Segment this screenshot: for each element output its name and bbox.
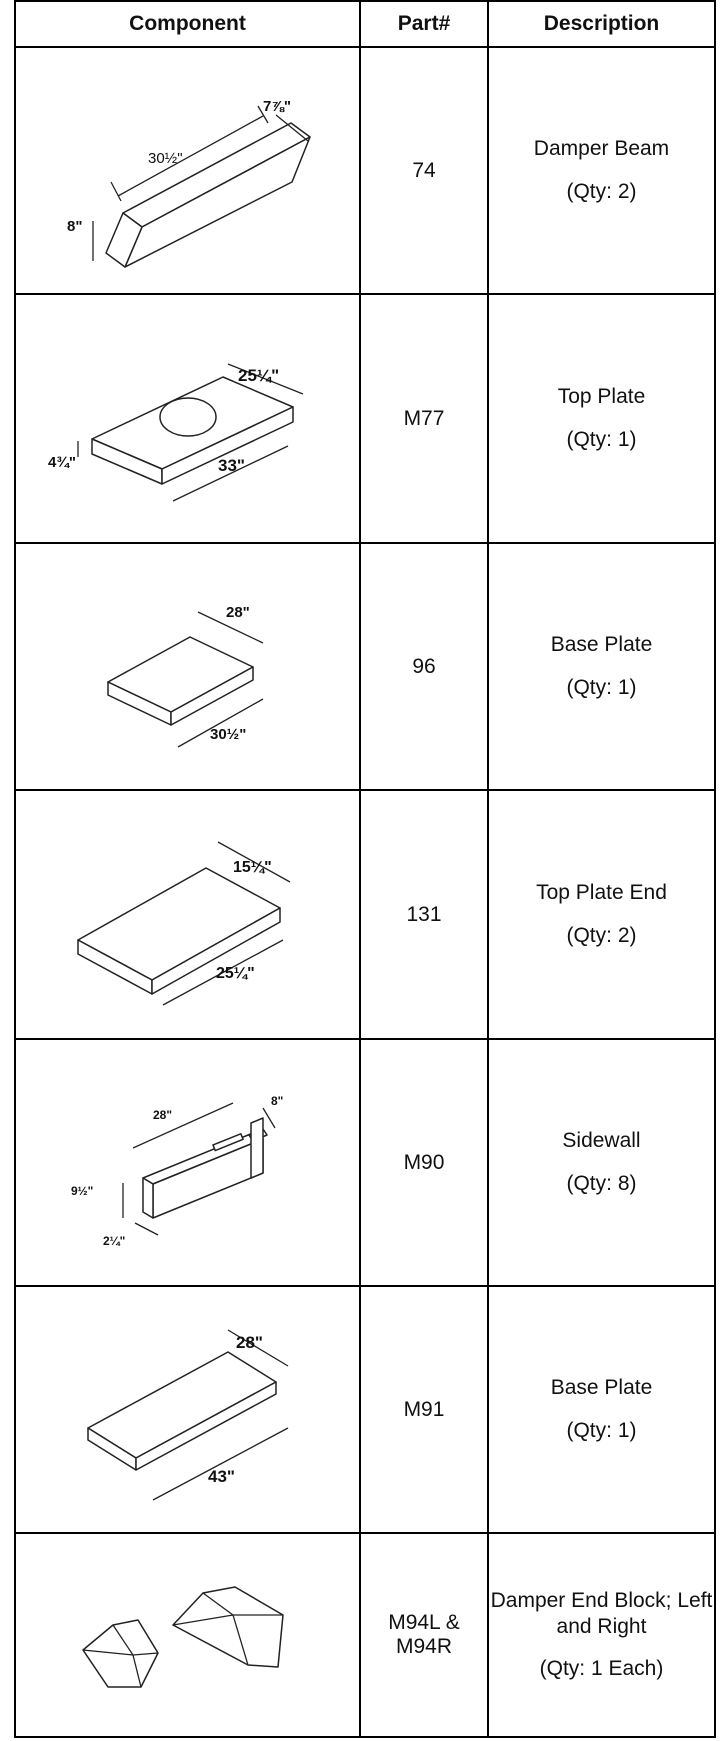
top-plate-drawing: 25¼" 4¾" 33" (48, 362, 303, 502)
description-cell: Base Plate (Qty: 1) (487, 542, 716, 791)
description-name: Top Plate End (536, 881, 667, 905)
dimension-label: 33" (218, 456, 245, 475)
dimension-label: 30½" (210, 726, 246, 743)
table-row: M94L & M94R Damper End Block; Left and R… (14, 1532, 716, 1738)
part-number: 74 (359, 46, 489, 295)
top-plate-end-drawing: 15¼" 25¼" (76, 840, 290, 1006)
dimension-label: 15¼" (233, 859, 272, 876)
table-row: 28" 8" 9½" 2¼" M90 Sidewall (Qty: 8) (14, 1038, 716, 1287)
description-qty: (Qty: 1) (566, 675, 637, 699)
description-qty: (Qty: 1 Each) (539, 1657, 664, 1681)
header-row: Component Part# Description (14, 0, 716, 48)
dimension-label: 30½" (148, 150, 183, 167)
header-part: Part# (359, 0, 489, 48)
component-drawing-cell: 25¼" 4¾" 33" (14, 293, 361, 544)
table-row: 30½" 7⅞" 8" 74 Damper Beam (Qty: 2) (14, 46, 716, 295)
part-number: M77 (359, 293, 489, 544)
description-qty: (Qty: 2) (566, 179, 637, 203)
description-cell: Top Plate (Qty: 1) (487, 293, 716, 544)
description-name: Damper Beam (533, 137, 670, 161)
dimension-label: 25¼" (238, 366, 279, 385)
dimension-label: 4¾" (48, 454, 76, 471)
part-number: M90 (359, 1038, 489, 1287)
component-drawing-cell: 15¼" 25¼" (14, 789, 361, 1040)
dimension-label: 8" (67, 218, 82, 235)
part-number: M94L & M94R (359, 1532, 489, 1738)
damper-beam-drawing: 30½" 7⅞" 8" (67, 98, 311, 268)
description-cell: Damper Beam (Qty: 2) (487, 46, 716, 295)
dimension-label: 28" (226, 604, 250, 621)
description-cell: Top Plate End (Qty: 2) (487, 789, 716, 1040)
header-description: Description (487, 0, 716, 48)
description-qty: (Qty: 8) (566, 1171, 637, 1195)
header-component: Component (14, 0, 361, 48)
dimension-label: 8" (271, 1094, 283, 1108)
component-drawing-cell (14, 1532, 361, 1738)
component-drawing-cell: 28" 43" (14, 1285, 361, 1534)
damper-end-block-drawing (81, 1586, 284, 1688)
table-row: 28" 43" M91 Base Plate (Qty: 1) (14, 1285, 716, 1534)
parts-table: Component Part# Description 30½" 7⅞" (14, 0, 716, 1738)
description-cell: Base Plate (Qty: 1) (487, 1285, 716, 1534)
table-row: 25¼" 4¾" 33" M77 Top Plate (Qty: 1) (14, 293, 716, 544)
description-cell: Sidewall (Qty: 8) (487, 1038, 716, 1287)
description-cell: Damper End Block; Left and Right (Qty: 1… (487, 1532, 716, 1738)
component-drawing-cell: 28" 30½" (14, 542, 361, 791)
part-number: 131 (359, 789, 489, 1040)
description-qty: (Qty: 2) (566, 923, 637, 947)
table-row: 15¼" 25¼" 131 Top Plate End (Qty: 2) (14, 789, 716, 1040)
description-name: Top Plate (557, 385, 646, 409)
dimension-label: 9½" (71, 1184, 93, 1198)
description-name: Sidewall (562, 1129, 641, 1153)
description-name: Damper End Block; Left and Right (490, 1588, 713, 1638)
part-number: M91 (359, 1285, 489, 1534)
base-plate-96-drawing: 28" 30½" (106, 604, 263, 748)
component-drawing-cell: 30½" 7⅞" 8" (14, 46, 361, 295)
dimension-label: 25¼" (216, 965, 255, 982)
component-drawing-cell: 28" 8" 9½" 2¼" (14, 1038, 361, 1287)
description-qty: (Qty: 1) (566, 1418, 637, 1442)
base-plate-m91-drawing: 28" 43" (86, 1328, 288, 1501)
dimension-label: 28" (153, 1108, 172, 1122)
part-number: 96 (359, 542, 489, 791)
table-row: 28" 30½" 96 Base Plate (Qty: 1) (14, 542, 716, 791)
description-qty: (Qty: 1) (566, 427, 637, 451)
description-name: Base Plate (550, 1376, 653, 1400)
dimension-label: 43" (208, 1467, 235, 1486)
sidewall-drawing: 28" 8" 9½" 2¼" (71, 1094, 283, 1248)
description-name: Base Plate (550, 633, 653, 657)
dimension-label: 28" (236, 1333, 263, 1352)
dimension-label: 2¼" (103, 1234, 125, 1248)
dimension-label: 7⅞" (263, 98, 291, 115)
